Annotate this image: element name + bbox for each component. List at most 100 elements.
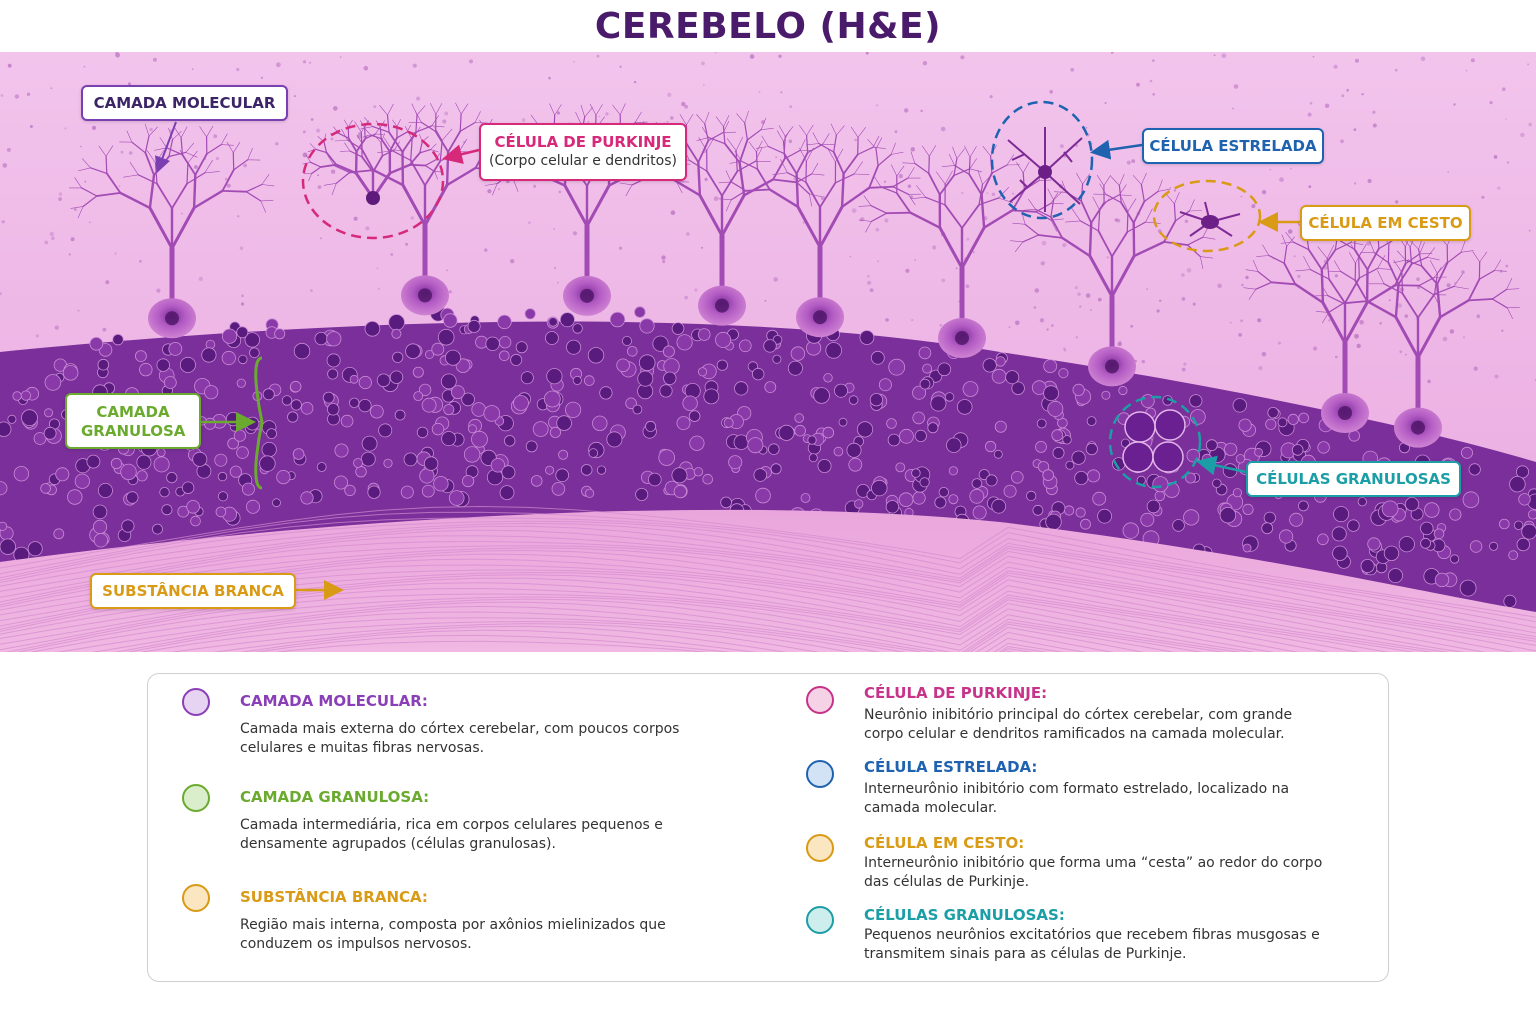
granule-cell xyxy=(326,331,342,347)
label-granule-cells: CÉLULAS GRANULOSAS xyxy=(1246,461,1461,497)
granule-cell xyxy=(856,421,874,438)
granule-cell xyxy=(316,462,327,472)
molecular-speck xyxy=(1075,336,1078,339)
molecular-speck xyxy=(1346,89,1349,92)
molecular-speck xyxy=(694,288,698,292)
granule-cell xyxy=(418,383,432,397)
granule-cell xyxy=(772,354,782,364)
granule-cell xyxy=(97,482,113,498)
molecular-speck xyxy=(572,231,578,236)
molecular-speck xyxy=(128,151,133,155)
molecular-speck xyxy=(1117,341,1122,347)
molecular-speck xyxy=(876,104,879,107)
molecular-speck xyxy=(1079,305,1082,308)
molecular-speck xyxy=(484,248,488,252)
molecular-speck xyxy=(1287,229,1293,234)
legend-item-title: CAMADA MOLECULAR: xyxy=(240,692,428,710)
molecular-speck xyxy=(1279,177,1284,182)
granule-cell xyxy=(1265,418,1277,430)
granule-cell xyxy=(635,487,649,501)
molecular-speck xyxy=(276,62,281,68)
granule-cell xyxy=(1357,497,1367,507)
granule-cell xyxy=(0,481,8,496)
granule-cell xyxy=(490,458,506,473)
molecular-speck xyxy=(869,288,874,293)
granule-cell xyxy=(156,448,166,457)
granule-cell xyxy=(367,485,381,499)
molecular-speck xyxy=(1229,321,1232,324)
molecular-speck xyxy=(713,196,719,202)
molecular-speck xyxy=(487,189,492,194)
granule-cell xyxy=(1235,454,1246,464)
granule-cell xyxy=(190,515,201,527)
molecular-speck xyxy=(114,252,117,255)
granule-cell xyxy=(300,491,314,505)
myelinated-fiber xyxy=(126,617,1086,652)
granule-cell xyxy=(956,399,973,415)
legend-item-text: Pequenos neurônios excitatórios que rece… xyxy=(864,927,1320,962)
granule-cell xyxy=(1347,519,1360,532)
molecular-speck xyxy=(224,177,228,181)
granule-cell xyxy=(895,462,906,473)
granule-cell xyxy=(530,475,543,487)
granule-highlight xyxy=(1108,395,1202,489)
granule-cell xyxy=(1074,470,1089,485)
granule-cell xyxy=(21,409,38,427)
molecular-speck xyxy=(128,82,131,86)
granule-cell xyxy=(834,383,849,398)
granule-cell xyxy=(1189,394,1203,408)
granule-cell xyxy=(822,426,835,439)
granule-cell xyxy=(227,437,239,450)
molecular-speck xyxy=(310,118,314,121)
myelinated-fiber xyxy=(0,545,1514,652)
myelinated-fiber xyxy=(0,549,1465,652)
granule-cell xyxy=(659,384,673,398)
purkinje-cell xyxy=(1315,233,1520,448)
molecular-speck xyxy=(1261,190,1267,195)
purkinje-cell xyxy=(321,102,528,316)
molecular-speck xyxy=(1106,256,1109,259)
granule-cell xyxy=(1404,497,1420,512)
molecular-speck xyxy=(1505,118,1507,120)
granule-cell xyxy=(217,471,228,482)
molecular-speck xyxy=(1388,299,1391,302)
molecular-speck xyxy=(44,240,49,245)
granule-cell xyxy=(1277,417,1288,428)
molecular-speck xyxy=(58,197,62,202)
molecular-speck xyxy=(333,106,338,111)
molecular-speck xyxy=(1245,275,1249,280)
granule-cell xyxy=(919,378,931,390)
granule-cell xyxy=(638,354,656,372)
granule-cell xyxy=(794,413,804,423)
legend-item-title: CÉLULAS GRANULOSAS: xyxy=(864,906,1065,924)
granule-cell xyxy=(885,500,900,514)
granule-cell xyxy=(281,395,293,406)
molecular-speck xyxy=(330,137,334,141)
granule-cell xyxy=(326,353,341,368)
granule-cell xyxy=(236,326,249,339)
granule-cell xyxy=(136,454,152,470)
granule-cell xyxy=(355,466,367,478)
molecular-speck xyxy=(533,184,537,188)
molecular-speck xyxy=(1097,297,1102,302)
granule-cell xyxy=(1449,508,1462,521)
molecular-speck xyxy=(1527,63,1530,66)
granule-cell xyxy=(1232,488,1243,498)
granule-cell xyxy=(1085,442,1098,456)
granule-cell xyxy=(728,455,743,470)
myelinated-fiber xyxy=(0,511,1536,623)
molecular-speck xyxy=(1278,341,1281,345)
molecular-speck xyxy=(619,65,622,68)
granule-cell xyxy=(813,387,830,404)
granule-cell xyxy=(413,391,424,402)
molecular-speck xyxy=(316,128,321,133)
molecular-speck xyxy=(241,294,244,298)
molecular-speck xyxy=(373,105,377,108)
granule-cell xyxy=(1508,550,1519,561)
molecular-speck xyxy=(1149,79,1153,83)
granule-cell xyxy=(161,504,173,516)
molecular-speck xyxy=(1502,87,1506,91)
granule-cell xyxy=(441,431,457,447)
molecular-speck xyxy=(469,59,473,64)
molecular-speck xyxy=(88,221,91,224)
